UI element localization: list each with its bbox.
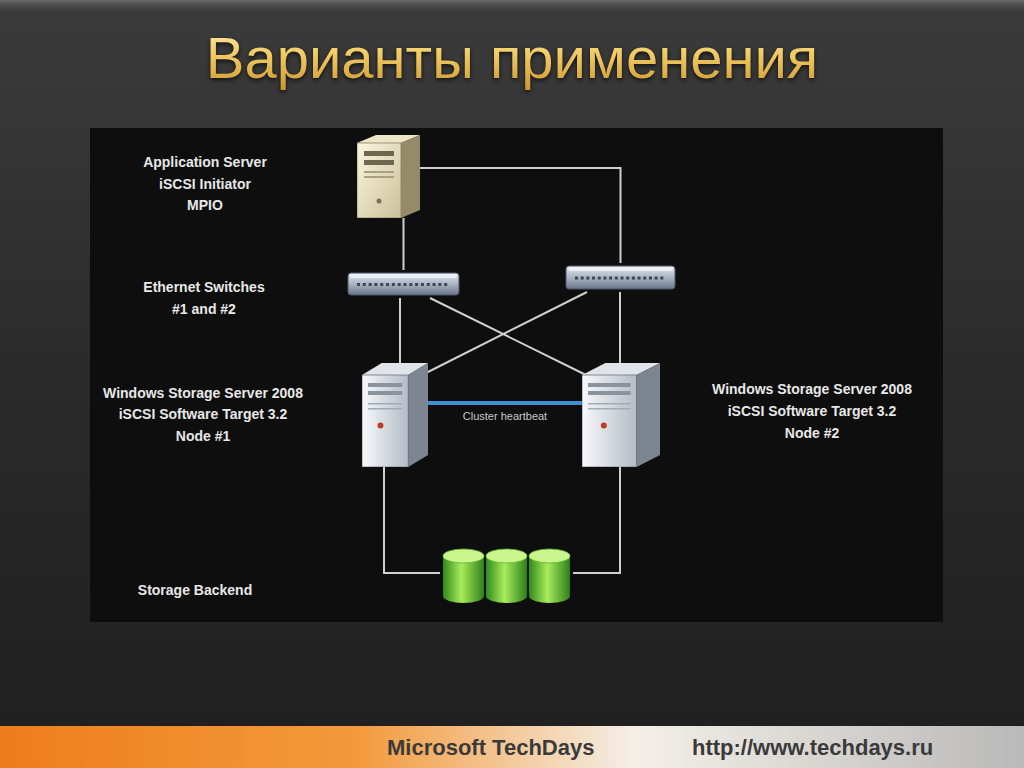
node-label: Windows Storage Server 2008: [682, 380, 942, 398]
storage-backend-icon: [440, 548, 573, 604]
network-link: [430, 298, 586, 375]
network-link: [420, 168, 621, 263]
network-link: [573, 467, 620, 573]
network-link: [400, 298, 401, 363]
footer-text: Microsoft TechDays: [387, 734, 594, 762]
node-label: iSCSI Software Target 3.2: [73, 405, 333, 423]
footer-bar: [0, 726, 1024, 768]
connector-line: [403, 218, 405, 270]
network-link: [403, 218, 404, 270]
edge-label: Cluster heartbeat: [460, 409, 550, 423]
storage-backend: Storage Backend: [440, 548, 573, 604]
ethernet-switch-icon: [565, 263, 676, 292]
connector-line: [420, 168, 621, 263]
connector-line: [428, 401, 582, 405]
connector-line: [384, 467, 440, 573]
top-band: [0, 0, 1024, 14]
storage-server-node-icon: [362, 363, 428, 467]
storage-server-node-icon: [582, 363, 660, 467]
application-server-icon: [357, 133, 420, 218]
node-label: iSCSI Initiator: [75, 175, 335, 193]
node-label: Node #2: [682, 424, 942, 442]
network-link: [384, 467, 440, 573]
network-link: [620, 292, 621, 363]
connector-line: [422, 292, 587, 375]
ethernet-switch-icon: [347, 270, 460, 298]
slide-title: Варианты применения: [0, 22, 1024, 94]
application-server: Application ServeriSCSI InitiatorMPIO: [357, 133, 420, 218]
network-link: [422, 292, 587, 375]
storage-server-node: Windows Storage Server 2008iSCSI Softwar…: [362, 363, 428, 467]
connector-line: [619, 292, 621, 363]
ethernet-switch: [565, 263, 676, 292]
node-label: iSCSI Software Target 3.2: [682, 402, 942, 420]
storage-server-node: Windows Storage Server 2008iSCSI Softwar…: [582, 363, 660, 467]
heartbeat-link: [428, 403, 582, 404]
ethernet-switch: Ethernet Switches#1 and #2: [347, 270, 460, 298]
node-label: Ethernet Switches: [74, 278, 334, 296]
connector-line: [573, 467, 620, 573]
node-label: MPIO: [75, 196, 335, 214]
connector-line: [399, 298, 401, 363]
footer-text: http://www.techdays.ru: [692, 734, 933, 762]
node-label: #1 and #2: [74, 300, 334, 318]
connector-line: [430, 298, 586, 375]
node-label: Windows Storage Server 2008: [73, 384, 333, 402]
node-label: Application Server: [75, 153, 335, 171]
node-label: Node #1: [73, 427, 333, 445]
node-label: Storage Backend: [65, 581, 325, 599]
